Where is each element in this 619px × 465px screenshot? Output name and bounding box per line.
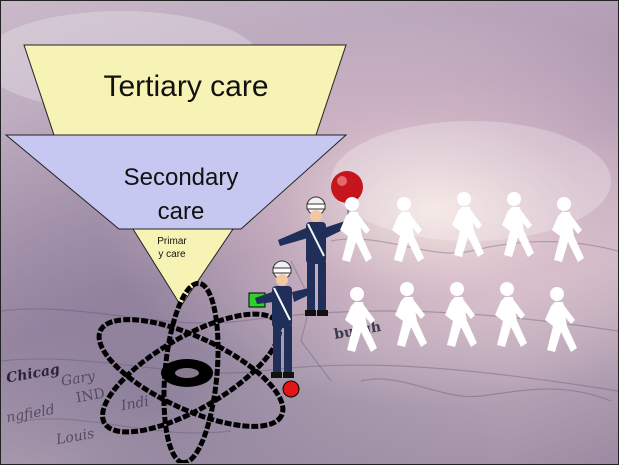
secondary-care-line1: Secondary (123, 164, 239, 191)
crowd (340, 192, 584, 352)
walking-person-icon (452, 192, 484, 257)
secondary-tier (4, 134, 348, 230)
walking-person-icon (395, 282, 427, 347)
tertiary-care-label: Tertiary care (103, 70, 269, 103)
walking-person-icon (340, 197, 372, 262)
traffic-officer-icon (255, 260, 311, 378)
secondary-care-line2: care (157, 198, 205, 225)
walking-person-icon (502, 192, 534, 257)
walking-person-icon (345, 287, 377, 352)
walking-person-icon (552, 197, 584, 262)
primary-care-line2: y care (158, 249, 186, 260)
primary-care-line1: Primar (157, 236, 187, 247)
walking-person-icon (495, 282, 527, 347)
secondary-care-label: Secondary care (96, 161, 266, 229)
walking-person-icon (545, 287, 577, 352)
walking-person-icon (392, 197, 424, 262)
primary-care-label: Primar y care (148, 235, 196, 261)
walking-person-icon (445, 282, 477, 347)
primary-tier (132, 228, 234, 307)
traffic-officer-icon (278, 196, 355, 316)
